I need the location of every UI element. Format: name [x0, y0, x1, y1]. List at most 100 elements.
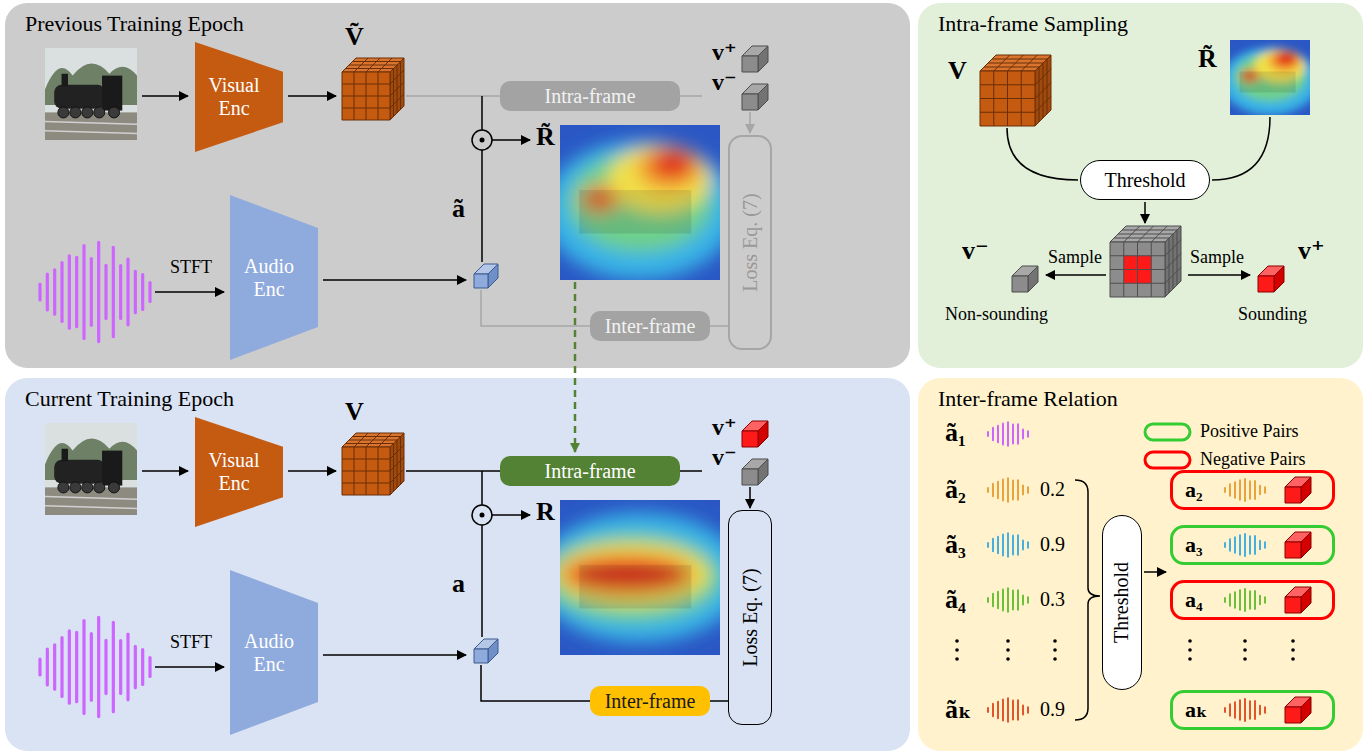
- update-arrow: [574, 282, 577, 452]
- audio-waveform: [988, 698, 1028, 722]
- arrow-line: [481, 665, 590, 701]
- encoder-block: Visual Enc: [195, 42, 283, 152]
- panel-title: Previous Training Epoch: [25, 11, 244, 37]
- block-label: Audio Enc: [239, 255, 299, 301]
- label-slot: V: [345, 399, 364, 425]
- arrow-line: [406, 95, 500, 97]
- feature-token: [1285, 697, 1311, 723]
- feature-token: [742, 84, 768, 110]
- pair-box: aₖ: [1170, 690, 1335, 730]
- label-slot: Sample: [1048, 248, 1102, 266]
- threshold-box: Threshold: [1080, 160, 1210, 200]
- threshold-box: Threshold: [1102, 515, 1142, 690]
- label-slot: STFT: [170, 633, 212, 651]
- pair-symbol: a₂: [1185, 477, 1203, 502]
- audio-waveform: [40, 242, 150, 341]
- attention-heatmap: [1230, 40, 1310, 115]
- label-slot: Sounding: [1238, 305, 1307, 323]
- arrow-line: [323, 654, 466, 656]
- math-symbol: v⁺: [712, 40, 737, 64]
- feature-token: [742, 459, 768, 485]
- feature-token: [1012, 266, 1038, 292]
- math-symbol: ã₁: [945, 420, 966, 446]
- pair-box: a₄: [1170, 580, 1335, 620]
- audio-waveform: [988, 422, 1028, 446]
- label-slot: 0.3: [1040, 589, 1065, 609]
- arrow-line: [481, 96, 483, 130]
- feature-token: [742, 421, 768, 447]
- arrow-line: [155, 291, 224, 293]
- arrow-line: [288, 95, 336, 97]
- block-label: Visual Enc: [204, 449, 264, 495]
- label-slot: ã₃: [945, 532, 966, 558]
- arrow-line: [492, 514, 530, 516]
- label-slot: ã₁: [945, 420, 966, 446]
- score-value: 0.3: [1040, 589, 1065, 609]
- operation-label: STFT: [170, 633, 212, 651]
- loss-box: Loss Eq. (7): [728, 135, 772, 350]
- math-symbol: ãₖ: [945, 697, 972, 723]
- label-slot: v⁺: [1298, 238, 1325, 264]
- label-slot: ã₂: [945, 477, 966, 503]
- ellipsis-dot: [1006, 657, 1010, 661]
- arrow-line: [1188, 274, 1250, 276]
- math-symbol: V: [948, 58, 967, 84]
- label-slot: 0.9: [1040, 699, 1065, 719]
- block-label: Loss Eq. (7): [739, 193, 762, 291]
- label-slot: a: [452, 571, 465, 597]
- arrow-line: [1144, 202, 1146, 223]
- pair-box: a₃: [1170, 525, 1335, 565]
- label-slot: v⁺: [712, 40, 737, 64]
- label-slot: ãₖ: [945, 697, 972, 723]
- train-photo: [45, 423, 137, 515]
- annotation: Sample: [1048, 248, 1102, 266]
- epoch-panel: Previous Training EpochVisual EncAudio E…: [5, 3, 910, 368]
- arrow-line: [323, 279, 466, 281]
- ellipsis-dot: [1291, 657, 1295, 661]
- module-box: Inter-frame: [590, 311, 710, 341]
- train-photo: [45, 48, 137, 140]
- loss-box: Loss Eq. (7): [728, 510, 772, 725]
- label-slot: R̃: [536, 124, 555, 150]
- pair-symbol: aₖ: [1185, 697, 1208, 722]
- feature-cube: [342, 58, 404, 120]
- attention-heatmap: [560, 125, 720, 280]
- math-symbol: R̃: [1198, 46, 1217, 72]
- label-slot: ã₄: [945, 587, 966, 613]
- score-value: 0.9: [1040, 534, 1065, 554]
- ellipsis-dot: [1006, 648, 1010, 652]
- legend-sample: [1145, 424, 1190, 440]
- math-symbol: ã: [452, 196, 465, 222]
- math-symbol: Ṽ: [345, 24, 364, 50]
- math-symbol: ã₃: [945, 532, 966, 558]
- math-symbol: v⁻: [712, 445, 737, 469]
- ellipsis-dot: [1053, 648, 1057, 652]
- ellipsis-dot: [1243, 657, 1247, 661]
- legend-text: Positive Pairs: [1200, 421, 1299, 442]
- module-box: Intra-frame: [500, 456, 680, 486]
- annotation: Sounding: [1238, 305, 1307, 323]
- audio-waveform: [1225, 479, 1265, 501]
- block-label: Inter-frame: [605, 690, 696, 713]
- label-slot: STFT: [170, 258, 212, 276]
- bracket: [1075, 480, 1100, 720]
- feature-token: [1258, 266, 1284, 292]
- encoder-block: Visual Enc: [195, 417, 283, 527]
- feature-cube: [342, 433, 404, 495]
- ellipsis-dot: [955, 657, 959, 661]
- annotation: Sample: [1190, 248, 1244, 266]
- legend-text: Negative Pairs: [1200, 449, 1305, 470]
- math-symbol: ã₂: [945, 477, 966, 503]
- audio-waveform: [1225, 589, 1265, 611]
- math-symbol: v⁻: [962, 238, 989, 264]
- label-slot: 0.9: [1040, 534, 1065, 554]
- pair-symbol: a₄: [1185, 587, 1203, 612]
- arrow-line: [1046, 274, 1106, 276]
- ellipsis-dot: [1291, 639, 1295, 643]
- panel-title: Intra-frame Sampling: [938, 11, 1128, 37]
- audio-waveform: [988, 533, 1028, 557]
- audio-waveform: [988, 588, 1028, 612]
- pair-symbol: a₃: [1185, 532, 1203, 557]
- label-slot: v⁻: [712, 70, 737, 94]
